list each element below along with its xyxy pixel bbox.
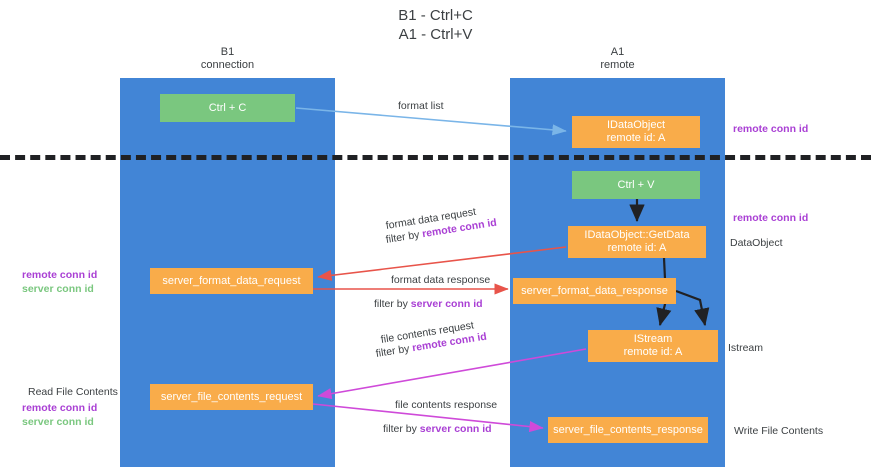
node-idataobject-label: IDataObject bbox=[606, 119, 666, 131]
node-idataobject-subtitle: remote id: A bbox=[606, 132, 666, 144]
legend-server-conn-id: server conn id bbox=[22, 283, 94, 295]
node-ctrl-c[interactable]: Ctrl + C bbox=[160, 94, 295, 122]
node-ctrl-v-label: Ctrl + V bbox=[617, 178, 655, 191]
diagram-title: B1 - Ctrl+C A1 - Ctrl+V bbox=[398, 7, 473, 43]
legend-remote-conn-id: remote conn id bbox=[22, 269, 98, 281]
node-istream-label: IStream bbox=[633, 333, 673, 345]
swimlane-header-a1: A1 remote bbox=[600, 46, 635, 71]
annotation-dataobject: DataObject bbox=[730, 237, 783, 249]
annotation-read-file-contents: Read File Contents bbox=[28, 386, 118, 398]
edge-label-format-data-response: format data response bbox=[391, 274, 491, 286]
arrow-file-contents-response bbox=[312, 403, 544, 433]
node-idataobject-getdata-label: IDataObject::GetData bbox=[584, 229, 690, 241]
node-server-file-contents-response-label: server_file_contents_response bbox=[553, 423, 703, 436]
annotation-text: remote conn id bbox=[733, 123, 809, 135]
annotation-remote-conn-id-top: remote conn id bbox=[733, 122, 808, 136]
arrow-response-to-istream bbox=[675, 289, 710, 327]
annotation-remote-conn-id-mid: remote conn id bbox=[733, 211, 808, 225]
node-idataobject[interactable]: IDataObject remote id: A bbox=[572, 116, 700, 148]
filter-key-server-conn-id: server conn id bbox=[419, 423, 492, 435]
node-server-file-contents-request[interactable]: server_file_contents_request bbox=[150, 384, 313, 410]
phase-divider bbox=[0, 155, 871, 160]
arrow-format-list bbox=[295, 107, 567, 136]
filter-prefix: filter by bbox=[383, 423, 420, 435]
legend-remote-conn-id: remote conn id bbox=[22, 402, 98, 414]
filter-prefix: filter by bbox=[374, 298, 411, 310]
node-server-format-data-request[interactable]: server_format_data_request bbox=[150, 268, 313, 294]
node-server-format-data-request-label: server_format_data_request bbox=[162, 274, 301, 287]
edge-label-file-contents-response: file contents response bbox=[395, 399, 498, 411]
node-idataobject-getdata[interactable]: IDataObject::GetData remote id: A bbox=[568, 226, 706, 258]
filter-key-server-conn-id: server conn id bbox=[410, 298, 483, 310]
node-istream[interactable]: IStream remote id: A bbox=[588, 330, 718, 362]
annotation-text: remote conn id bbox=[733, 212, 809, 224]
legend-conn-ids-upper: remote conn id server conn id bbox=[22, 268, 97, 296]
edge-label-format-data-response-filter: filter by server conn id bbox=[374, 298, 483, 311]
annotation-write-file-contents: Write File Contents bbox=[734, 425, 824, 437]
node-server-file-contents-request-label: server_file_contents_request bbox=[160, 390, 303, 403]
edge-label-file-contents-response-filter: filter by server conn id bbox=[383, 423, 492, 436]
arrow-file-contents-request bbox=[317, 348, 587, 400]
legend-conn-ids-lower: remote conn id server conn id bbox=[22, 401, 97, 429]
node-server-format-data-response-label: server_format_data_response bbox=[521, 284, 668, 297]
node-ctrl-v[interactable]: Ctrl + V bbox=[572, 171, 700, 199]
node-istream-subtitle: remote id: A bbox=[623, 346, 683, 358]
node-idataobject-getdata-subtitle: remote id: A bbox=[607, 242, 667, 254]
legend-server-conn-id: server conn id bbox=[22, 416, 94, 428]
node-server-format-data-response[interactable]: server_format_data_response bbox=[513, 278, 676, 304]
node-server-file-contents-response[interactable]: server_file_contents_response bbox=[548, 417, 708, 443]
annotation-istream: Istream bbox=[728, 342, 764, 354]
arrow-format-data-request bbox=[317, 246, 567, 281]
edge-label-format-list: format list bbox=[398, 100, 444, 112]
node-ctrl-c-label: Ctrl + C bbox=[208, 101, 247, 114]
swimlane-header-b1: B1 connection bbox=[200, 46, 255, 71]
